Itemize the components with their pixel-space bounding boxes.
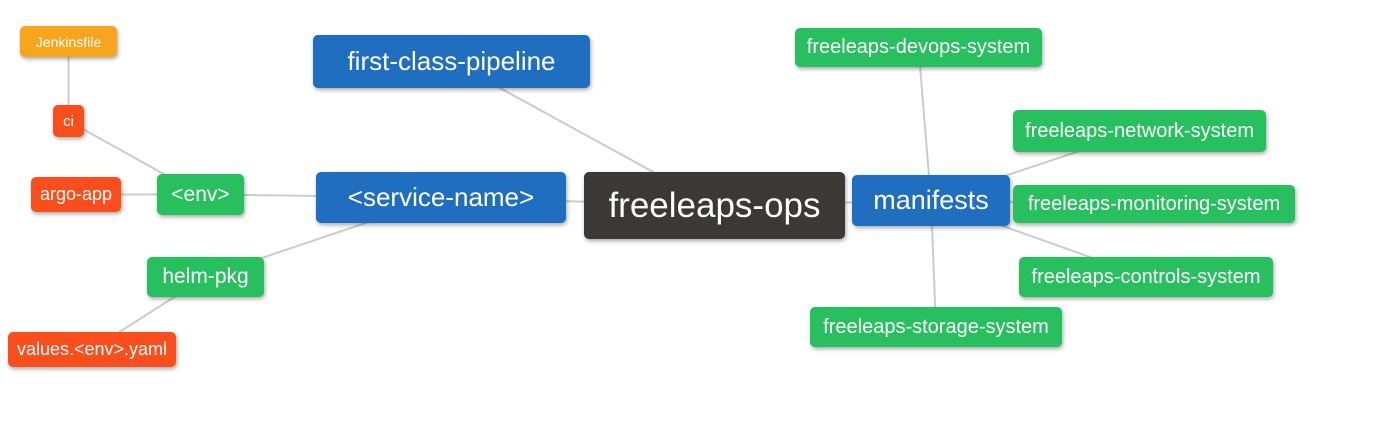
node-freeleaps-devops-system[interactable]: freeleaps-devops-system [795, 28, 1042, 67]
node-first-class-pipeline[interactable]: first-class-pipeline [313, 35, 590, 88]
node-freeleaps-monitoring-system[interactable]: freeleaps-monitoring-system [1013, 185, 1295, 223]
node-jenkinsfile[interactable]: Jenkinsfile [20, 26, 117, 57]
node-service-name[interactable]: <service-name> [316, 172, 566, 223]
node-values-env-yaml[interactable]: values.<env>.yaml [8, 332, 176, 367]
node-manifests[interactable]: manifests [852, 175, 1010, 226]
node-freeleaps-storage-system[interactable]: freeleaps-storage-system [810, 307, 1062, 347]
node-env[interactable]: <env> [157, 174, 244, 215]
node-argo-app[interactable]: argo-app [31, 177, 121, 212]
node-freeleaps-network-system[interactable]: freeleaps-network-system [1013, 110, 1266, 152]
node-freeleaps-controls-system[interactable]: freeleaps-controls-system [1019, 257, 1273, 297]
node-helm-pkg[interactable]: helm-pkg [147, 257, 264, 297]
node-ci[interactable]: ci [53, 105, 84, 137]
node-freeleaps-ops[interactable]: freeleaps-ops [584, 172, 845, 239]
